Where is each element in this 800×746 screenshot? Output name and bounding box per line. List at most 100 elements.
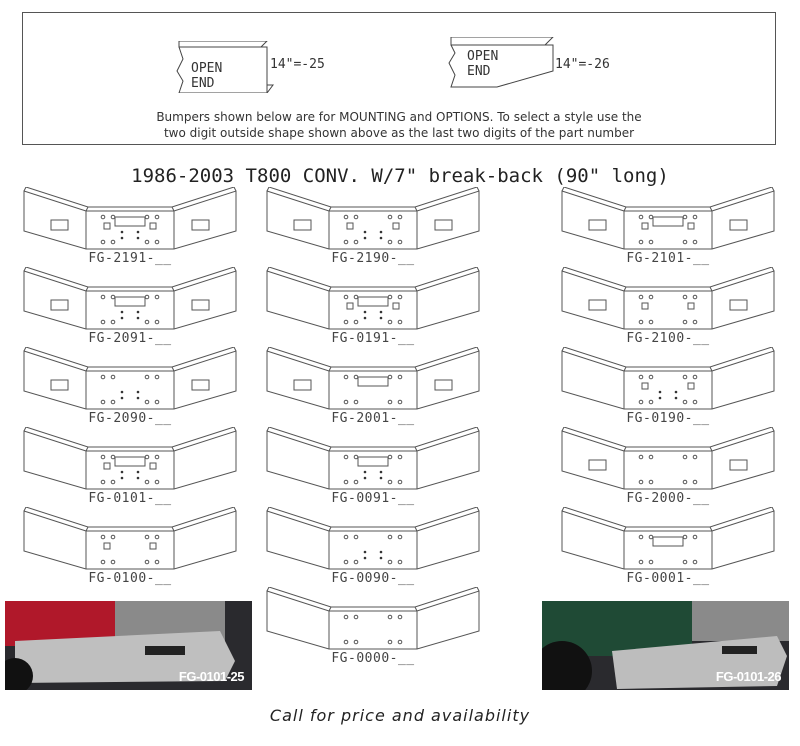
license-slot: [357, 376, 389, 387]
open-end-25-dim: 14"=-25: [270, 57, 325, 72]
bumper-outline: [561, 270, 775, 330]
part-number: FG-0001-__: [626, 571, 710, 586]
end-style-legend: OPEN END 14"=-25 OPEN END 14"=-26 Bumper…: [22, 12, 776, 145]
mount-hole: [638, 294, 644, 300]
bumper-item: FG-2091-__: [15, 267, 245, 349]
mount-hole: [144, 534, 150, 540]
part-number: FG-2190-__: [331, 251, 415, 266]
bumper-item: FG-2090-__: [15, 347, 245, 429]
bumper-item: FG-2000-__: [553, 427, 783, 509]
license-slot: [114, 216, 146, 227]
mount-hole: [692, 214, 698, 220]
square-cutout: [149, 462, 157, 470]
mount-hole: [343, 559, 349, 565]
mount-hole: [353, 294, 359, 300]
mount-hole: [343, 534, 349, 540]
mount-hole: [397, 614, 403, 620]
bolt-dot: [363, 310, 367, 314]
mount-hole: [692, 294, 698, 300]
mount-hole: [638, 399, 644, 405]
mount-hole: [387, 639, 393, 645]
bolt-dot: [136, 396, 140, 400]
bumper-drawing: [23, 347, 237, 410]
mount-hole: [110, 454, 116, 460]
mount-hole: [387, 374, 393, 380]
mount-hole: [154, 559, 160, 565]
bumper-outline: [266, 270, 480, 330]
mount-hole: [144, 214, 150, 220]
call-for-price: Call for price and availability: [269, 706, 531, 725]
mount-hole: [100, 294, 106, 300]
bumper-item: FG-0191-__: [258, 267, 488, 349]
mount-hole: [343, 399, 349, 405]
catalog-title: 1986-2003 T800 CONV. W/7" break-back (90…: [131, 165, 669, 187]
bumper-outline: [266, 190, 480, 250]
mount-hole: [682, 319, 688, 325]
mount-hole: [154, 534, 160, 540]
bumper-flange: [23, 347, 237, 409]
mount-hole: [353, 534, 359, 540]
mount-hole: [353, 639, 359, 645]
bumper-flange: [23, 187, 237, 249]
bumper-outline: [561, 510, 775, 570]
bumper-item: FG-0001-__: [553, 507, 783, 589]
square-cutout: [149, 222, 157, 230]
mount-hole: [638, 214, 644, 220]
mount-hole: [692, 374, 698, 380]
side-light-cutout: [293, 379, 312, 391]
bolt-dot: [379, 230, 383, 234]
mount-hole: [397, 454, 403, 460]
mount-hole: [648, 534, 654, 540]
side-light-cutout: [434, 219, 453, 231]
mount-hole: [682, 534, 688, 540]
license-slot: [357, 296, 389, 307]
mount-hole: [100, 214, 106, 220]
mount-hole: [154, 319, 160, 325]
open-end-26-shape: [448, 37, 554, 88]
part-number: FG-0101-__: [88, 491, 172, 506]
side-light-cutout: [191, 379, 210, 391]
mount-hole: [682, 374, 688, 380]
mount-hole: [343, 454, 349, 460]
mount-hole: [353, 239, 359, 245]
bolt-dot: [136, 236, 140, 240]
bolt-dot: [120, 230, 124, 234]
bolt-dot: [136, 316, 140, 320]
mount-hole: [397, 239, 403, 245]
square-cutout: [103, 462, 111, 470]
bumper-flange: [266, 187, 480, 249]
mount-hole: [638, 374, 644, 380]
mount-hole: [110, 534, 116, 540]
part-number: FG-0190-__: [626, 411, 710, 426]
bumper-flange: [23, 267, 237, 329]
side-light-cutout: [729, 299, 748, 311]
mount-hole: [397, 374, 403, 380]
legend-note-line1: Bumpers shown below are for MOUNTING and…: [156, 110, 642, 124]
bolt-dot: [379, 556, 383, 560]
mount-hole: [387, 534, 393, 540]
square-cutout: [687, 302, 695, 310]
bumper-flange: [561, 347, 775, 409]
bumper-flange: [561, 427, 775, 489]
mount-hole: [343, 479, 349, 485]
bolt-dot: [363, 476, 367, 480]
bumper-drawing: [266, 507, 480, 570]
bumper-outline: [23, 190, 237, 250]
mount-hole: [154, 294, 160, 300]
bumper-drawing: [561, 187, 775, 250]
bumper-outline: [266, 430, 480, 490]
mount-hole: [110, 399, 116, 405]
mount-hole: [682, 399, 688, 405]
part-number: FG-0191-__: [331, 331, 415, 346]
bumper-flange: [266, 267, 480, 329]
mount-hole: [353, 454, 359, 460]
side-light-cutout: [434, 379, 453, 391]
bumper-drawing: [23, 427, 237, 490]
bumper-drawing: [23, 187, 237, 250]
mount-hole: [648, 319, 654, 325]
side-light-cutout: [50, 299, 69, 311]
bumper-flange: [266, 587, 480, 649]
mount-hole: [100, 399, 106, 405]
bolt-dot: [120, 390, 124, 394]
side-light-cutout: [50, 219, 69, 231]
